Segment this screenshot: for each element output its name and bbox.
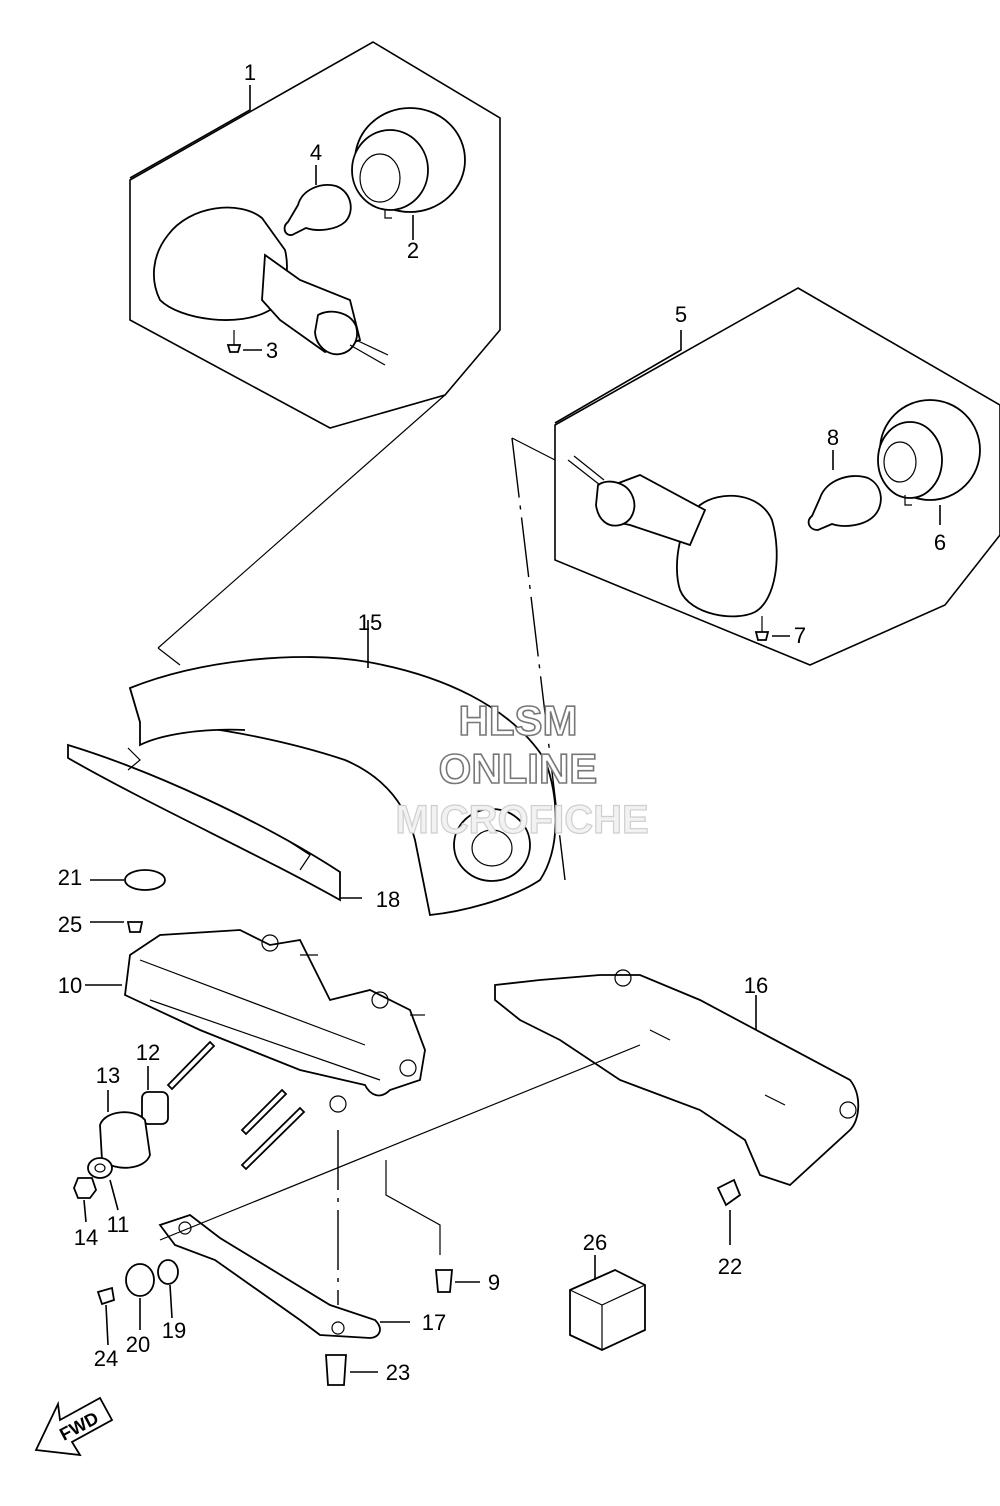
callout-16: 16 [744,973,768,998]
bulb-icon-right [807,475,882,531]
callout-26: 26 [583,1230,607,1255]
callout-23: 23 [386,1360,410,1385]
washer-icon-19 [157,1259,179,1285]
right-turn-signal-group [511,287,1000,881]
callout-19: 19 [162,1318,186,1343]
callout-7: 7 [794,623,806,648]
relay [569,1255,646,1351]
callout-8: 8 [827,425,839,450]
turn-signal-lens-right [676,494,778,618]
rear-fender [128,620,557,916]
callout-11: 11 [107,1212,130,1237]
hardware-small [73,869,480,1386]
callout-25: 25 [58,912,82,937]
callout-1: 1 [244,60,256,85]
grommet-icon-20 [125,1263,155,1297]
callout-13: 13 [96,1063,120,1088]
screw-icon-25 [126,921,144,933]
watermark: HLSM ONLINE MICROFICHE [395,696,650,842]
callout-12: 12 [136,1040,160,1065]
clip-icon-22 [716,1178,742,1207]
watermark-line1: HLSM [459,697,578,744]
left-turn-signal-group [129,41,501,666]
callout-24: 24 [94,1346,118,1371]
bolt-icon-23 [325,1354,347,1386]
side-bracket [494,969,860,1245]
screw-icon-7 [754,631,770,641]
callout-15: 15 [358,610,382,635]
callout-20: 20 [126,1332,150,1357]
callout-14: 14 [74,1225,98,1250]
reflector-strip [67,743,362,902]
grommet-icon-21 [124,869,166,891]
bulb-icon-left [283,184,352,236]
fwd-arrow-icon: FWD [34,1396,114,1457]
callout-3: 3 [266,338,278,363]
callout-5: 5 [675,302,687,327]
callout-6: 6 [934,530,946,555]
bolt-icon-9 [435,1269,453,1293]
washer-icon-11 [87,1157,113,1179]
mounting-plate [158,1044,641,1339]
watermark-line2: ONLINE [439,745,598,792]
callout-21: 21 [58,865,82,890]
nut-icon-14 [73,1177,98,1199]
callout-9: 9 [488,1270,500,1295]
relay-icon [569,1269,646,1351]
callout-10: 10 [58,973,82,998]
tail-bracket [85,929,426,1171]
callout-2: 2 [407,238,419,263]
callout-4: 4 [310,140,322,165]
callout-17: 17 [422,1310,446,1335]
collar-icon-12 [141,1091,169,1125]
callout-22: 22 [718,1254,742,1279]
screw-icon-3 [226,344,242,353]
callout-18: 18 [376,887,400,912]
screw-icon-24 [96,1286,116,1306]
watermark-line3: MICROFICHE [395,798,648,842]
callout-labels: 1 2 3 4 5 6 7 8 9 10 11 12 13 14 15 16 1… [58,60,946,1385]
